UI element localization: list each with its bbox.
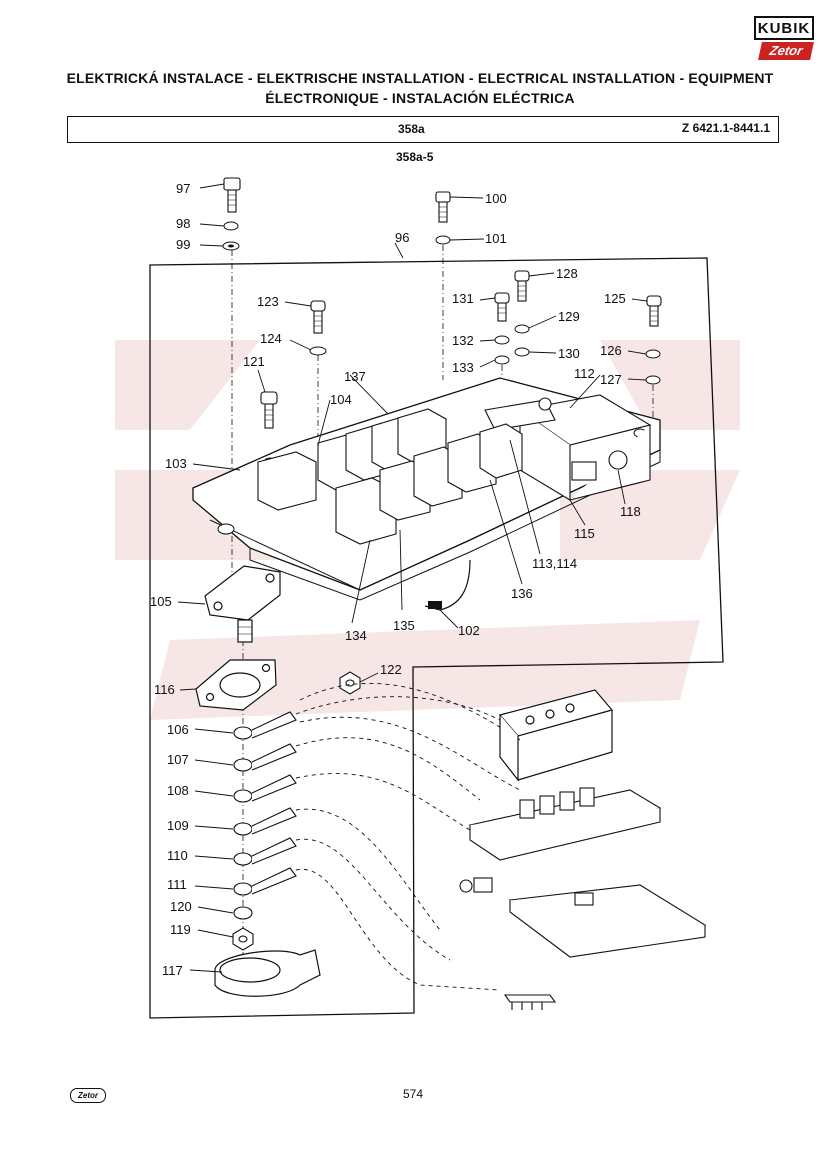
page-title-line2: ÉLECTRONIQUE - INSTALACIÓN ELÉCTRICA — [265, 90, 575, 106]
connector-plug — [459, 877, 493, 893]
callout-119: 119 — [170, 922, 191, 937]
group-code: 358a — [398, 122, 425, 136]
model-reference: Z 6421.1-8441.1 — [681, 121, 770, 135]
callout-97: 97 — [176, 181, 190, 196]
callout-112: 112 — [574, 366, 595, 381]
cable-lugs — [233, 711, 297, 896]
leader-lines — [177, 183, 648, 973]
centerlines — [231, 245, 654, 960]
callout-107: 107 — [167, 752, 189, 767]
washer-98 — [223, 221, 239, 231]
callout-124: 124 — [260, 331, 282, 346]
callout-113: 113,114 — [532, 556, 577, 571]
bolt-97 — [223, 177, 241, 213]
terminal-block-105 — [204, 565, 281, 643]
callout-110: 110 — [167, 848, 188, 863]
callout-127: 127 — [600, 372, 622, 387]
callout-96: 96 — [395, 230, 409, 245]
rubber-cover-117 — [214, 949, 321, 997]
relay-row-front — [335, 423, 523, 545]
callout-101: 101 — [485, 231, 507, 246]
callout-134: 134 — [345, 628, 367, 643]
relay-board — [468, 787, 662, 861]
bolt-121 — [260, 391, 278, 429]
footer-zetor-logo: Zetor — [70, 1088, 106, 1103]
callout-123: 123 — [257, 294, 279, 309]
callout-labels: 97 98 99 100 101 96 128 131 129 125 132 … — [150, 181, 641, 978]
callout-102: 102 — [458, 623, 480, 638]
bolt-128 — [514, 270, 530, 302]
callout-120: 120 — [170, 899, 192, 914]
callout-133: 133 — [452, 360, 474, 375]
bolt-100 — [435, 191, 451, 223]
callout-118: 118 — [620, 504, 641, 519]
nut-119 — [232, 927, 254, 951]
callout-121: 121 — [243, 354, 265, 369]
wire-routes — [295, 683, 521, 991]
washer-120 — [233, 906, 253, 920]
callout-104: 104 — [330, 392, 352, 407]
washer-133 — [494, 355, 510, 365]
group-header-bar: 358a Z 6421.1-8441.1 — [67, 116, 779, 143]
washer-132 — [494, 335, 510, 345]
callout-131: 131 — [452, 291, 474, 306]
battery — [498, 689, 614, 782]
callout-136: 136 — [511, 586, 533, 601]
callout-117: 117 — [162, 963, 183, 978]
callout-130: 130 — [558, 346, 580, 361]
mounting-base-116 — [195, 659, 277, 711]
callout-125: 125 — [604, 291, 626, 306]
callout-103: 103 — [165, 456, 187, 471]
callout-137: 137 — [344, 369, 366, 384]
bolt-131 — [494, 292, 510, 322]
page-title-line1: ELEKTRICKÁ INSTALACE - ELEKTRISCHE INSTA… — [66, 70, 774, 86]
washer-129 — [514, 324, 530, 334]
assembly-frame — [149, 257, 724, 1019]
fuse-board — [508, 884, 707, 958]
callout-135: 135 — [393, 618, 415, 633]
washer-126 — [645, 349, 661, 359]
bolt-125 — [646, 295, 662, 327]
page-number: 574 — [403, 1087, 424, 1101]
callout-126: 126 — [600, 343, 622, 358]
fuse-box-112 — [518, 394, 652, 501]
bolt-123 — [310, 300, 326, 334]
figure-code: 358a-5 — [396, 150, 434, 164]
washer-124 — [309, 346, 327, 356]
watermark — [115, 340, 740, 720]
callout-109: 109 — [167, 818, 189, 833]
callout-106: 106 — [167, 722, 189, 737]
logo-text: KUBIK — [754, 16, 814, 40]
washer-130 — [514, 347, 530, 357]
callout-100: 100 — [485, 191, 507, 206]
terminal-strip — [503, 994, 557, 1010]
relay-row-back — [257, 408, 447, 511]
callout-98: 98 — [176, 216, 190, 231]
washer-127 — [645, 375, 661, 385]
callout-108: 108 — [167, 783, 189, 798]
kubik-zetor-logo: KUBIK Zetor — [754, 16, 816, 64]
fuse-strip — [484, 397, 556, 431]
washer-101 — [435, 235, 451, 245]
callout-122: 122 — [380, 662, 402, 677]
callout-105: 105 — [150, 594, 172, 609]
callout-99: 99 — [176, 237, 190, 252]
callout-111: 111 — [167, 877, 187, 892]
callout-128: 128 — [556, 266, 578, 281]
callout-132: 132 — [452, 333, 474, 348]
callout-129: 129 — [558, 309, 580, 324]
callout-115: 115 — [574, 526, 595, 541]
callout-116: 116 — [154, 682, 175, 697]
